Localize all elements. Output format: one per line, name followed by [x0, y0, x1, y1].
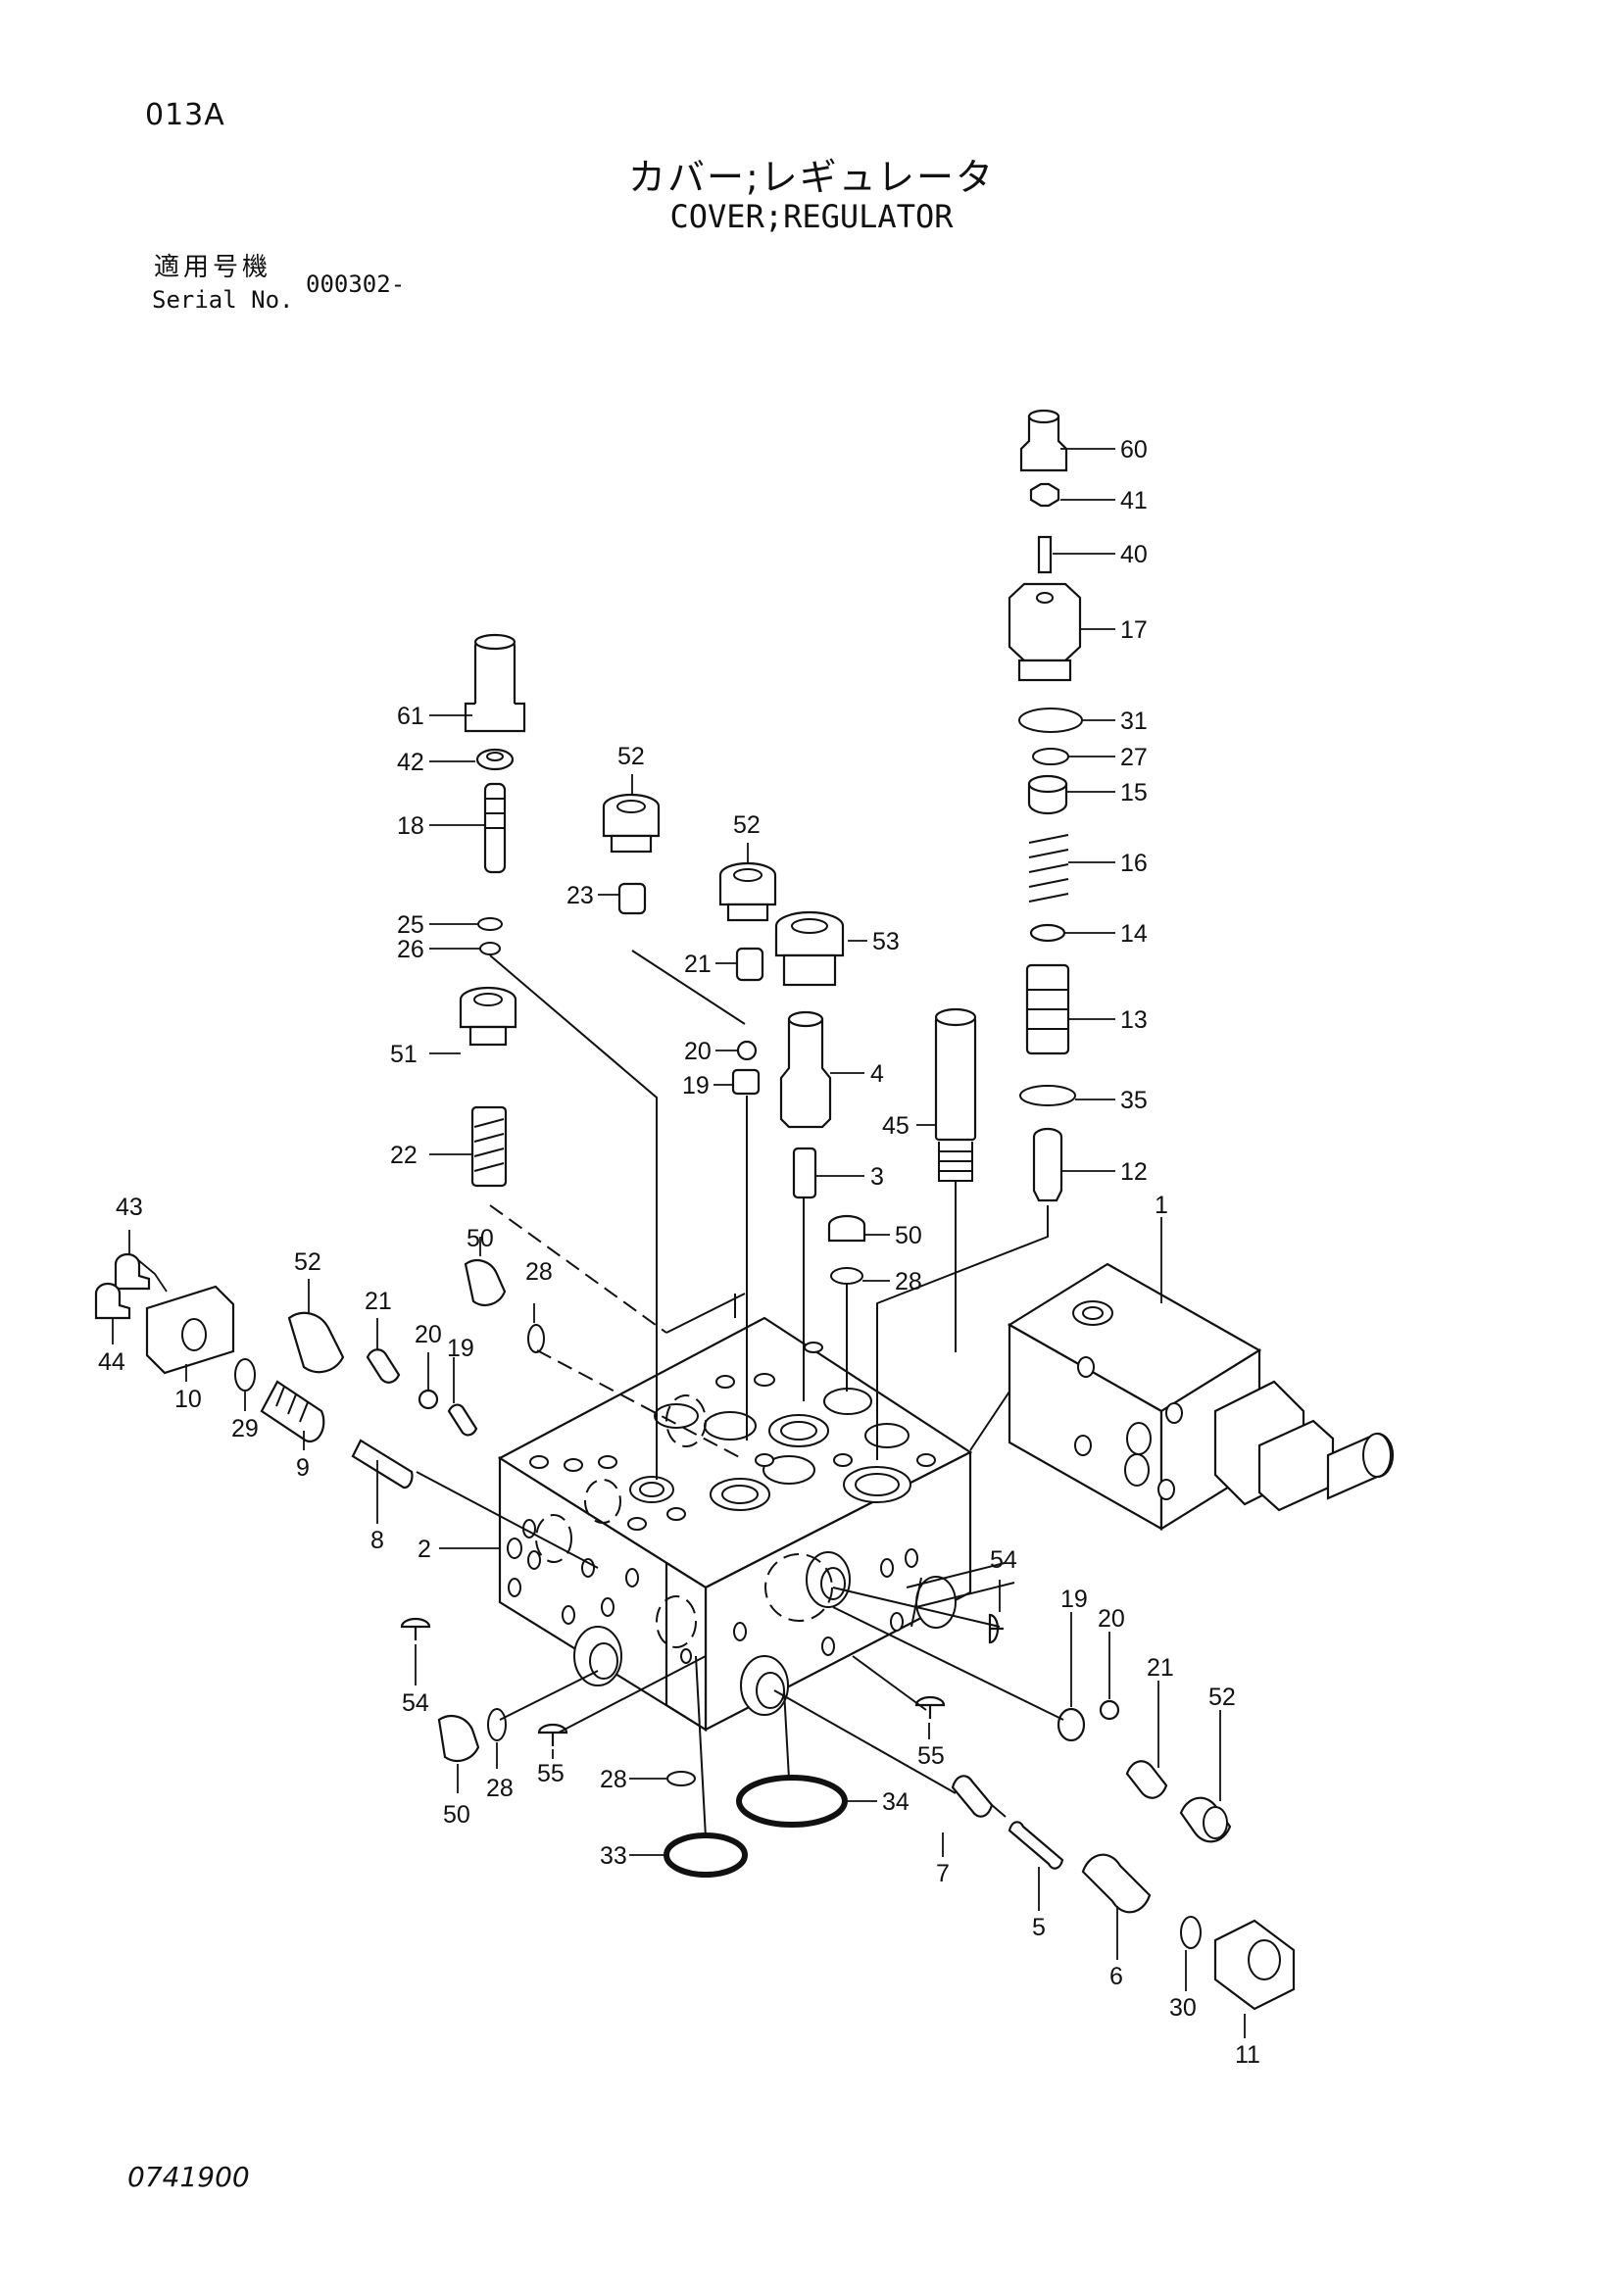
callout-3: 3 — [870, 1163, 884, 1191]
callout-61: 61 — [397, 703, 424, 730]
callout-45: 45 — [882, 1112, 910, 1140]
callout-55-b: 55 — [917, 1742, 945, 1770]
callout-28-a: 28 — [895, 1268, 922, 1295]
callout-50-a: 50 — [895, 1222, 922, 1249]
callout-33: 33 — [600, 1842, 627, 1870]
leader-lines — [112, 448, 1246, 2038]
callout-12: 12 — [1120, 1158, 1148, 1186]
cover-drawing — [1007, 1262, 1395, 1531]
callout-44: 44 — [98, 1348, 125, 1376]
callout-17: 17 — [1120, 616, 1148, 644]
callout-52-a: 52 — [617, 743, 645, 770]
callout-41: 41 — [1120, 487, 1148, 514]
serial-label-japanese: 適用号機 — [154, 253, 272, 282]
callout-20-b: 20 — [415, 1321, 442, 1348]
valve-block-drawing — [497, 1316, 973, 1732]
callout-5: 5 — [1032, 1914, 1046, 1941]
callout-53: 53 — [872, 928, 900, 955]
callout-14: 14 — [1120, 920, 1148, 948]
bottom-parts-drawing — [400, 1562, 1296, 2011]
callout-54-a: 54 — [402, 1689, 429, 1717]
callout-28-b: 28 — [525, 1258, 553, 1286]
callout-50-b: 50 — [467, 1225, 494, 1252]
callout-15: 15 — [1120, 779, 1148, 806]
callout-19-b: 19 — [447, 1335, 474, 1362]
callout-28-d: 28 — [600, 1766, 627, 1793]
callout-43: 43 — [116, 1194, 143, 1221]
callout-35: 35 — [1120, 1087, 1148, 1114]
callout-22: 22 — [390, 1142, 418, 1169]
callout-51: 51 — [390, 1041, 418, 1068]
callout-26: 26 — [397, 936, 424, 963]
callout-40: 40 — [1120, 541, 1148, 568]
callout-60: 60 — [1120, 436, 1148, 464]
callout-8: 8 — [370, 1527, 384, 1554]
callout-19-c: 19 — [1060, 1586, 1088, 1613]
centre-parts-drawing — [602, 793, 977, 1285]
serial-label-english: Serial No. — [152, 286, 294, 314]
callout-23: 23 — [566, 882, 594, 909]
callout-52-c: 52 — [294, 1248, 321, 1276]
callout-16: 16 — [1120, 850, 1148, 877]
left-parts-drawing — [94, 1252, 545, 1763]
callout-20-a: 20 — [684, 1038, 712, 1065]
callout-54-b: 54 — [990, 1546, 1017, 1574]
callout-25: 25 — [397, 911, 424, 939]
callout-9: 9 — [296, 1454, 310, 1482]
callout-7: 7 — [936, 1860, 950, 1887]
callout-50-c: 50 — [443, 1801, 470, 1829]
page-code: 013A — [145, 98, 225, 132]
callout-27: 27 — [1120, 744, 1148, 771]
callout-10: 10 — [174, 1386, 202, 1413]
title-english: COVER;REGULATOR — [669, 198, 954, 235]
callout-31: 31 — [1120, 708, 1148, 735]
right-stack-drawing — [1008, 409, 1083, 1202]
serial-number-value: 000302- — [306, 270, 406, 298]
callout-6: 6 — [1109, 1963, 1123, 1990]
callout-29: 29 — [231, 1415, 259, 1442]
callout-28-c: 28 — [486, 1775, 514, 1802]
callout-2: 2 — [418, 1536, 431, 1563]
callout-4: 4 — [870, 1060, 884, 1088]
callout-11: 11 — [1235, 2041, 1260, 2069]
callout-30: 30 — [1169, 1994, 1197, 2022]
callout-55-a: 55 — [537, 1760, 565, 1787]
callout-52-b: 52 — [733, 811, 761, 839]
callout-42: 42 — [397, 749, 424, 776]
callout-52-d: 52 — [1208, 1684, 1236, 1711]
callout-18: 18 — [397, 812, 424, 840]
callout-labels: 60 41 40 17 31 27 15 16 14 13 35 12 1 61… — [98, 436, 1260, 2069]
assembly-lines — [416, 950, 1064, 1838]
callout-34: 34 — [882, 1788, 910, 1816]
callout-21-a: 21 — [684, 951, 712, 978]
drawing-number: 0741900 — [127, 2161, 250, 2193]
callout-1: 1 — [1155, 1192, 1168, 1219]
callout-20-c: 20 — [1098, 1605, 1125, 1633]
callout-21-b: 21 — [365, 1288, 392, 1315]
callout-21-c: 21 — [1147, 1654, 1174, 1682]
callout-19-a: 19 — [682, 1072, 710, 1099]
left-stack-drawing — [459, 633, 526, 1188]
title-japanese: カバー;レギュレータ — [627, 156, 996, 199]
callout-13: 13 — [1120, 1006, 1148, 1034]
